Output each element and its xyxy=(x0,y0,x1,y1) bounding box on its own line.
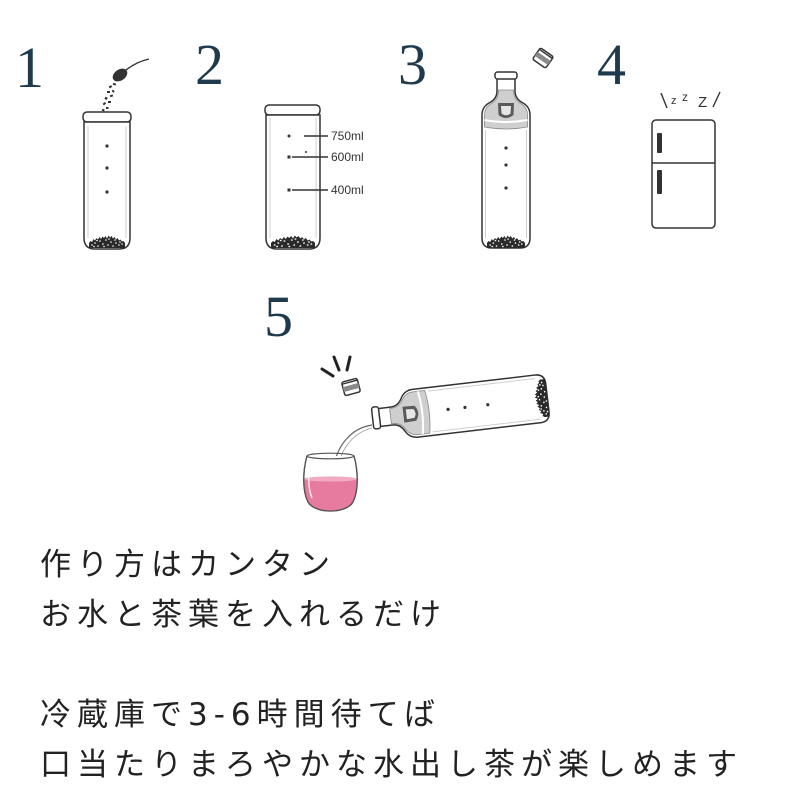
measure-mark-750: 750ml xyxy=(287,129,364,143)
filter-cap-bottle-icon xyxy=(482,47,554,248)
bottle-dot xyxy=(105,144,109,148)
tea-surface xyxy=(304,476,357,482)
tea-in-glass xyxy=(303,479,358,511)
bottle-body xyxy=(265,114,321,250)
measure-mark-600: 600ml xyxy=(287,150,364,164)
measure-label: 400ml xyxy=(331,183,364,197)
bottle-cap xyxy=(341,377,361,397)
cap-pop-burst xyxy=(320,355,352,378)
step-number-2: 2 xyxy=(195,32,224,97)
sleep-tick-left xyxy=(660,92,668,109)
measure-label: 750ml xyxy=(331,129,364,143)
step-illustrations: 1 2 3 4 5 xyxy=(15,32,721,512)
refrigerator-icon: z z Z xyxy=(651,90,721,229)
glass-outline xyxy=(303,455,358,512)
sleep-mark: Z xyxy=(698,94,707,111)
wine-glass xyxy=(303,452,358,512)
step-number-4: 4 xyxy=(597,32,626,97)
instruction-line-2: お水と茶葉を入れるだけ xyxy=(40,597,447,633)
falling-tea-leaves xyxy=(101,82,117,112)
mark-dot xyxy=(287,155,291,159)
mark-dot xyxy=(305,151,307,153)
sleep-mark: z xyxy=(682,90,688,104)
burst-line xyxy=(345,355,352,372)
tea-scoop-bottle-icon xyxy=(82,58,150,250)
cap-top xyxy=(538,48,553,60)
glass-highlight xyxy=(308,461,313,499)
mark-dot xyxy=(287,134,291,138)
bottle-body xyxy=(83,121,131,250)
bottle-lip xyxy=(82,111,132,123)
pour-into-glass-icon xyxy=(303,355,550,512)
burst-line xyxy=(332,355,341,372)
fridge-handle-bottom xyxy=(657,170,662,194)
cap-band xyxy=(534,51,551,66)
filter-bottle xyxy=(482,72,530,248)
bottle-cap xyxy=(532,47,554,69)
scoop-handle xyxy=(125,58,150,71)
cap-band xyxy=(342,382,360,392)
step-number-1: 1 xyxy=(15,35,44,100)
fridge-handle-top xyxy=(657,133,662,153)
sleep-mark: z xyxy=(671,95,677,107)
burst-line xyxy=(320,367,335,378)
instruction-line-3: 冷蔵庫で3-6時間待てば xyxy=(40,697,442,733)
bottle-dot xyxy=(105,166,109,170)
measure-label: 600ml xyxy=(331,150,364,164)
sleep-tick-right xyxy=(712,91,721,108)
cap-top xyxy=(341,379,358,385)
instruction-line-4: 口当たりまろやかな水出し茶が楽しめます xyxy=(40,747,743,783)
glass-rim xyxy=(306,452,355,460)
instruction-line-1: 作り方はカンタン xyxy=(40,547,336,583)
measured-water-bottle-icon: 750ml 600ml 400ml xyxy=(264,104,364,250)
step-number-3: 3 xyxy=(398,32,427,97)
measure-mark-400: 400ml xyxy=(287,183,364,197)
scoop-bowl xyxy=(112,68,128,82)
bottle-dot xyxy=(105,190,109,194)
bottle-lip xyxy=(264,104,321,116)
step-number-5: 5 xyxy=(264,284,293,349)
fridge-body xyxy=(651,119,716,229)
mark-dot xyxy=(287,188,291,192)
tilted-filter-bottle xyxy=(370,374,550,442)
